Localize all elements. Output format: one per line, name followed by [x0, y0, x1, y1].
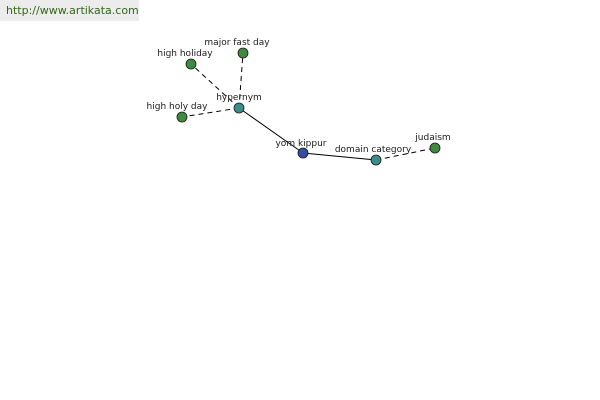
node-label-domain-category[interactable]: domain category — [335, 145, 412, 155]
edge-yom-kippur-hypernym — [238, 107, 304, 154]
node-hypernym[interactable] — [233, 102, 245, 114]
node-high-holiday[interactable] — [185, 58, 197, 70]
node-label-yom-kippur[interactable]: yom kippur — [275, 139, 326, 149]
edge-hypernym-major-fast-day — [238, 52, 244, 109]
edge-yom-kippur-domain-category — [302, 152, 377, 161]
node-domain-category[interactable] — [370, 154, 382, 166]
edge-hypernym-high-holy-day — [181, 107, 240, 118]
url-bar: http://www.artikata.com — [0, 0, 139, 21]
node-label-high-holy-day[interactable]: high holy day — [147, 102, 209, 112]
node-high-holy-day[interactable] — [176, 111, 188, 123]
node-judaism[interactable] — [429, 142, 441, 154]
node-label-judaism[interactable]: judaism — [414, 133, 450, 143]
site-url-text[interactable]: http://www.artikata.com — [6, 4, 139, 17]
node-label-hypernym[interactable]: hypernym — [216, 93, 262, 103]
edge-hypernym-high-holiday — [190, 63, 240, 109]
graph-edges — [181, 52, 436, 161]
node-major-fast-day[interactable] — [237, 47, 249, 59]
node-label-major-fast-day[interactable]: major fast day — [204, 38, 270, 48]
node-label-high-holiday[interactable]: high holiday — [157, 49, 213, 59]
graph-nodes: yom kippur hypernym domain category high ho… — [147, 38, 451, 166]
edge-domain-category-judaism — [375, 147, 436, 161]
node-yom-kippur[interactable] — [297, 147, 309, 159]
